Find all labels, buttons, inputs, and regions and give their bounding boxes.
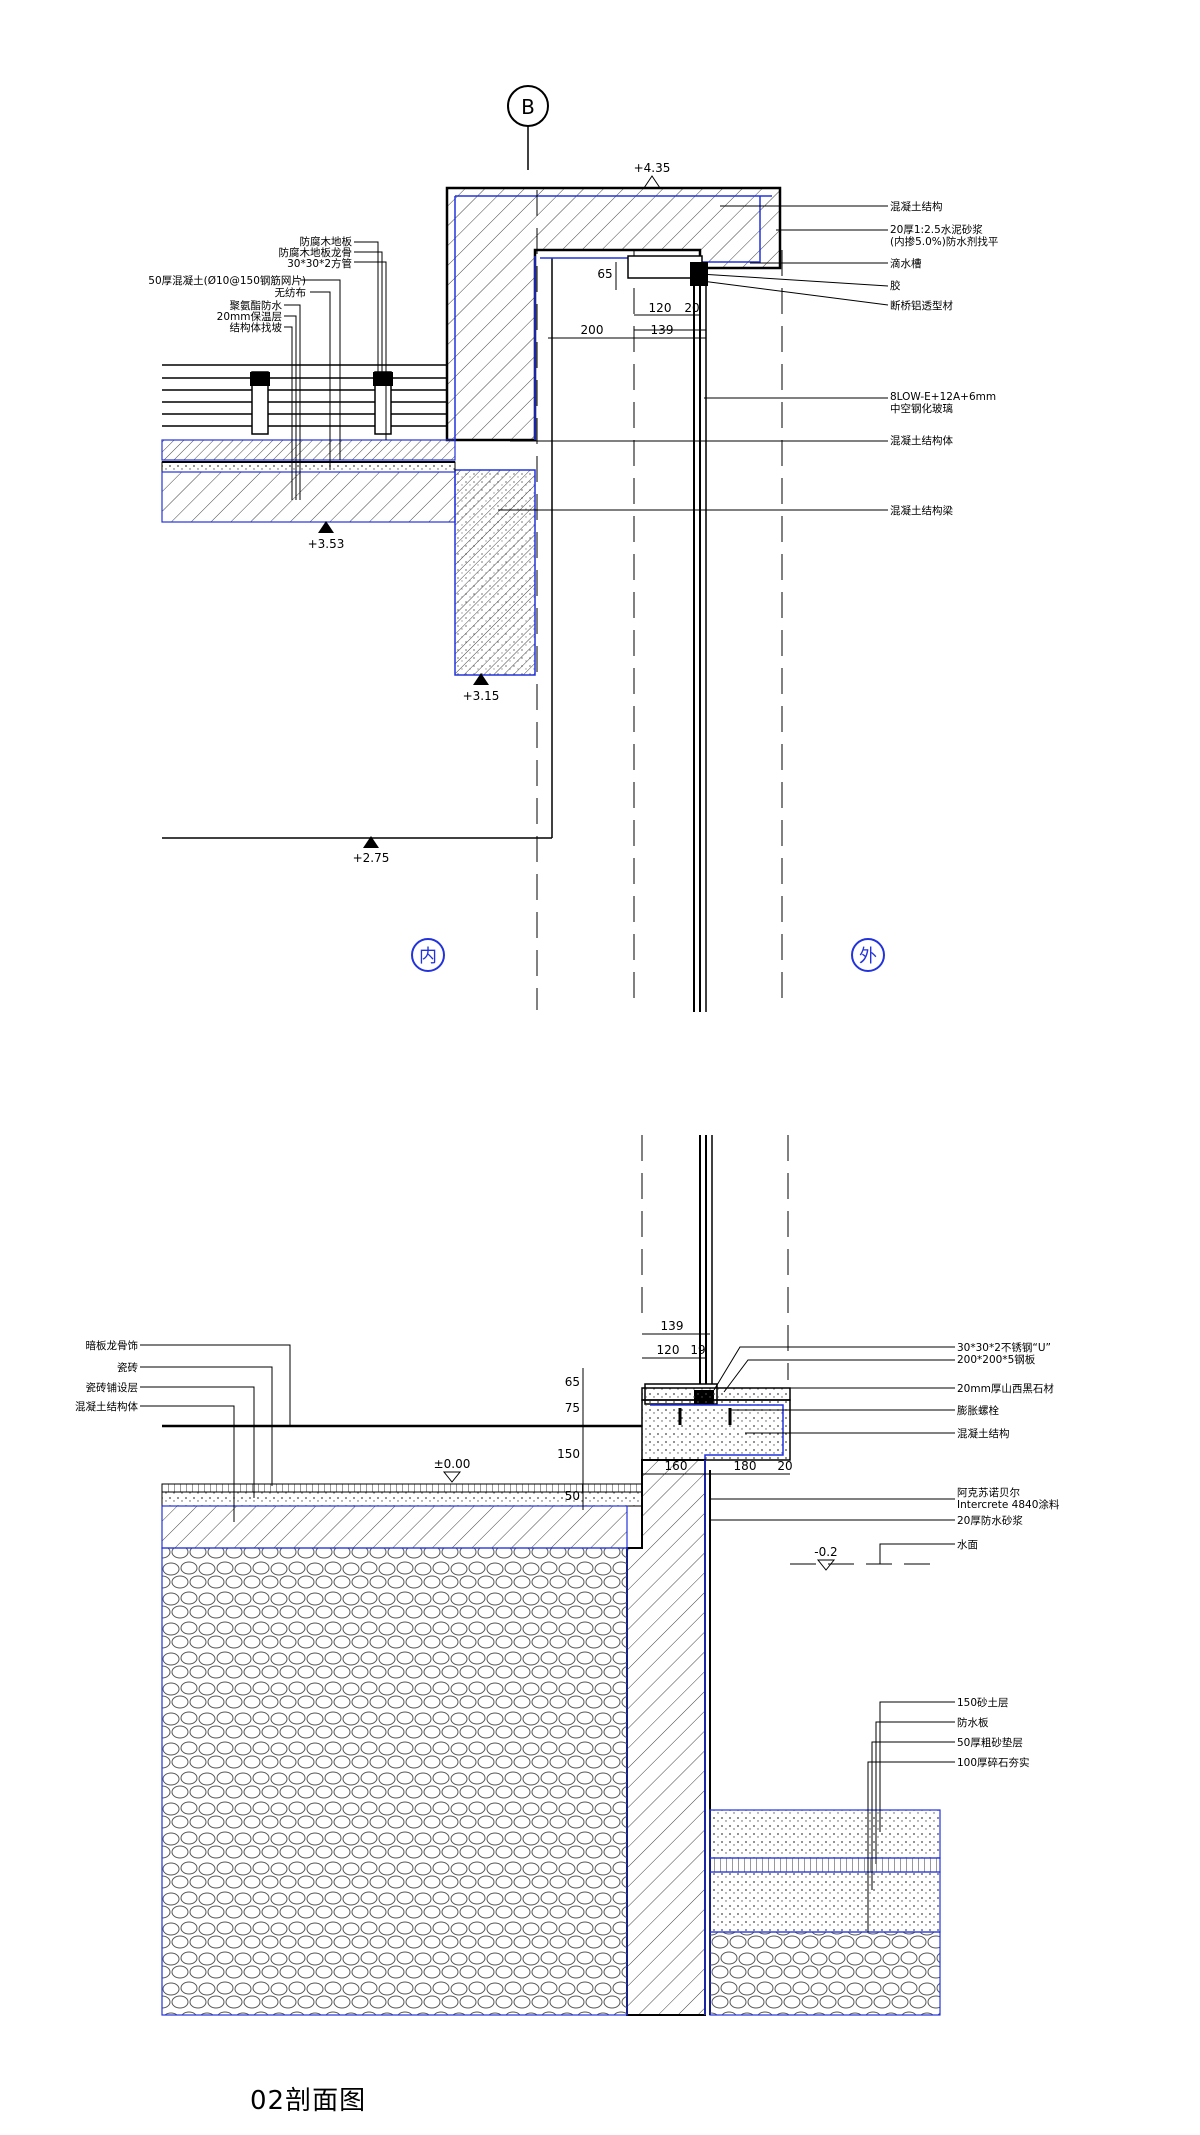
label-tile: 瓷砖 xyxy=(117,1361,138,1374)
level-markers-top: +4.35 +3.53 +3.15 +2.75 xyxy=(308,161,671,865)
label-wood-floor: 防腐木地板 xyxy=(300,235,353,248)
glass-panel-top xyxy=(627,255,708,1012)
dim-b-50: 50 xyxy=(565,1489,580,1503)
label-waterproof-board: 防水板 xyxy=(957,1716,989,1729)
label-insulation: 20mm保温层 xyxy=(217,310,282,323)
label-waterproof-agent: (内掺5.0%)防水剂找平 xyxy=(890,235,998,248)
label-akzonobel: 阿克苏诺贝尔 xyxy=(957,1486,1020,1499)
exterior-soil-layers xyxy=(709,1809,941,2016)
floor-layers xyxy=(161,1424,643,2016)
leaders-right-top xyxy=(498,205,889,511)
svg-text:B: B xyxy=(521,95,535,119)
dim-b-65: 65 xyxy=(565,1375,580,1389)
stone-sill xyxy=(641,1387,791,1470)
svg-text:±0.00: ±0.00 xyxy=(434,1457,471,1471)
ceiling-line xyxy=(162,257,628,839)
leaders-left-top xyxy=(284,241,387,500)
dim-200: 200 xyxy=(581,323,604,337)
drawing-caption: 02剖面图 xyxy=(250,2086,367,2116)
dim-b-19: 19 xyxy=(690,1343,705,1357)
svg-text:+3.15: +3.15 xyxy=(463,689,500,703)
label-ss-channel: 30*30*2不锈钢“U” xyxy=(957,1341,1051,1354)
label-shanxi-black: 20mm厚山西黑石材 xyxy=(957,1382,1054,1395)
label-drip-groove: 滴水槽 xyxy=(890,257,922,270)
leaders-left-bottom xyxy=(140,1344,291,1522)
label-concrete-beam: 混凝土结构梁 xyxy=(890,504,953,517)
label-slope: 结构体找坡 xyxy=(230,321,283,334)
label-tile-bed: 瓷砖铺设层 xyxy=(86,1381,139,1394)
dim-b-180: 180 xyxy=(734,1459,757,1473)
dashed-axis-lines-bottom xyxy=(641,1135,940,1565)
dimensions-bottom xyxy=(582,1333,790,1510)
dim-139: 139 xyxy=(651,323,674,337)
dim-b-120: 120 xyxy=(657,1343,680,1357)
dim-20: 20 xyxy=(684,301,699,315)
label-concrete-structure-r: 混凝土结构 xyxy=(957,1427,1010,1440)
label-concrete-structure-b: 混凝土结构体 xyxy=(75,1400,138,1413)
svg-text:+2.75: +2.75 xyxy=(353,851,390,865)
dim-b-20: 20 xyxy=(777,1459,792,1473)
label-gravel: 100厚碎石夯实 xyxy=(957,1756,1030,1769)
label-steel-plate: 200*200*5钢板 xyxy=(957,1353,1036,1366)
level-markers-bottom: ±0.00 -0.2 xyxy=(434,1457,838,1571)
label-coarse-sand: 50厚粗砂垫层 xyxy=(957,1736,1023,1749)
label-aluminum-profile: 断桥铝透型材 xyxy=(890,299,953,312)
label-waterproof-mortar: 20厚防水砂浆 xyxy=(957,1514,1023,1527)
label-wood-joist: 防腐木地板龙骨 xyxy=(279,246,353,259)
concrete-beam xyxy=(454,469,536,676)
roof-deck-layers xyxy=(161,364,456,523)
dim-b-160: 160 xyxy=(665,1459,688,1473)
label-concrete-body: 混凝土结构体 xyxy=(890,434,953,447)
label-glass-type: 中空钢化玻璃 xyxy=(890,402,953,415)
label-steel-tube: 30*30*2方管 xyxy=(287,257,352,270)
grid-marker-b: B xyxy=(507,85,549,170)
svg-text:+3.53: +3.53 xyxy=(308,537,345,551)
svg-text:+4.35: +4.35 xyxy=(634,161,671,175)
label-sand-soil: 150砂土层 xyxy=(957,1696,1009,1709)
dimensions-top xyxy=(548,262,706,339)
label-water-surface: 水面 xyxy=(957,1539,978,1551)
glass-panel-bottom xyxy=(644,1135,718,1405)
leaders-right-bottom xyxy=(710,1346,955,1564)
label-cement-mortar: 20厚1:2.5水泥砂浆 xyxy=(890,223,983,236)
dim-65: 65 xyxy=(597,267,612,281)
dashed-axis-lines-top xyxy=(536,190,783,1010)
leaders-soil xyxy=(867,1701,955,1932)
outside-marker: 外 xyxy=(851,938,885,972)
label-sealant: 胶 xyxy=(890,279,901,292)
label-concrete-structure: 混凝土结构 xyxy=(890,200,943,213)
svg-text:内: 内 xyxy=(419,946,437,967)
svg-text:外: 外 xyxy=(859,946,877,967)
concrete-roof-parapet xyxy=(445,186,782,442)
svg-text:-0.2: -0.2 xyxy=(814,1545,837,1559)
concrete-pool-wall xyxy=(626,1459,711,2016)
label-pu-waterproof: 聚氨酯防水 xyxy=(230,299,283,312)
inside-marker: 内 xyxy=(411,938,445,972)
label-nonwoven: 无纺布 xyxy=(275,286,307,299)
label-glass-spec: 8LOW-E+12A+6mm xyxy=(890,391,996,403)
label-concrete-mesh: 50厚混凝土(Ø10@150钢筋网片) xyxy=(148,274,306,287)
label-panel-keel: 暗板龙骨饰 xyxy=(86,1339,139,1352)
dim-b-75: 75 xyxy=(565,1401,580,1415)
dim-120: 120 xyxy=(649,301,672,315)
label-expansion-bolt: 膨胀螺栓 xyxy=(957,1404,999,1417)
dim-b-150: 150 xyxy=(557,1447,580,1461)
label-intercrete: Intercrete 4840涂料 xyxy=(957,1498,1060,1511)
dim-b-139: 139 xyxy=(661,1319,684,1333)
